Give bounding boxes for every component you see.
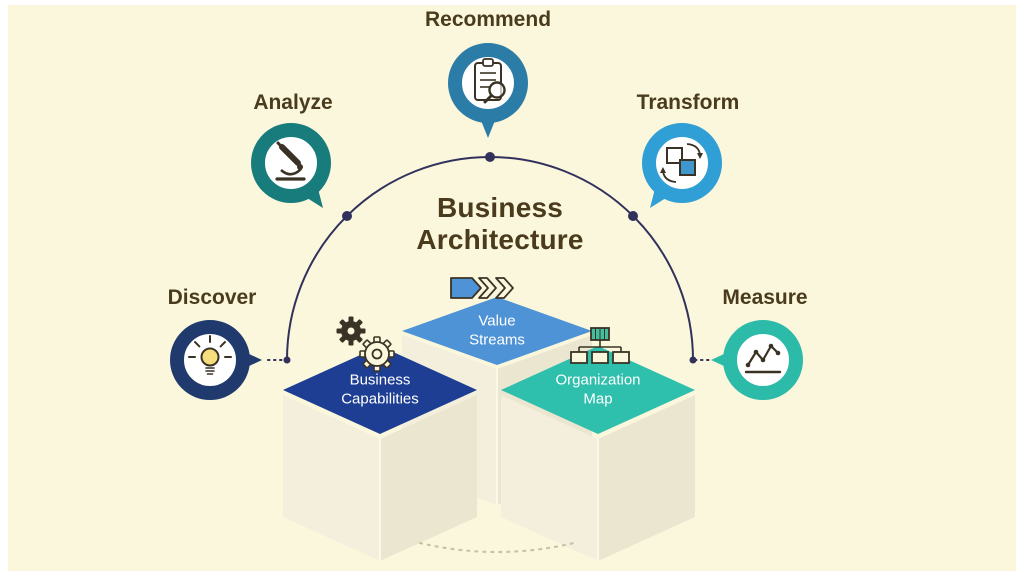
node-label-analyze: Analyze xyxy=(253,91,333,114)
pedestal-organization-map xyxy=(501,395,695,561)
swap-squares-icon xyxy=(660,143,703,183)
node-analyze xyxy=(251,123,331,208)
chevron-flow-icon xyxy=(450,277,514,299)
base-dotted-ellipse xyxy=(418,541,576,554)
pedestal-business-capabilities xyxy=(283,395,477,561)
arc-dot-upper-left xyxy=(342,211,352,221)
node-label-recommend: Recommend xyxy=(424,8,552,31)
arc-dot-right-end xyxy=(689,356,697,364)
node-measure xyxy=(711,320,803,400)
microscope-icon xyxy=(275,141,306,181)
gears-icon xyxy=(336,316,395,372)
clipboard-checklist-magnifier-icon xyxy=(474,58,506,104)
lightbulb-icon xyxy=(188,335,232,375)
org-chart-icon xyxy=(570,327,630,364)
diamond-organization-map xyxy=(501,346,695,434)
node-label-discover: Discover xyxy=(167,286,257,309)
node-transform xyxy=(642,123,722,208)
diagram-title: Business Architecture xyxy=(416,192,584,256)
node-recommend xyxy=(448,43,528,138)
node-discover xyxy=(170,320,262,400)
arc-dot-upper-right xyxy=(628,211,638,221)
pillar-label-organization-map: Organization Map xyxy=(555,371,641,407)
analyze-ring xyxy=(251,123,331,203)
diamond-value-streams xyxy=(402,297,592,365)
pillar-label-business-capabilities: Business Capabilities xyxy=(341,371,419,407)
arc-dot-left-end xyxy=(283,356,291,364)
diamond-business-capabilities xyxy=(283,346,477,434)
pillar-label-value-streams: Value Streams xyxy=(469,312,525,348)
line-chart-icon xyxy=(744,343,782,374)
node-label-transform: Transform xyxy=(636,91,740,114)
node-label-measure: Measure xyxy=(722,286,808,309)
arc-dot-top xyxy=(485,152,495,162)
